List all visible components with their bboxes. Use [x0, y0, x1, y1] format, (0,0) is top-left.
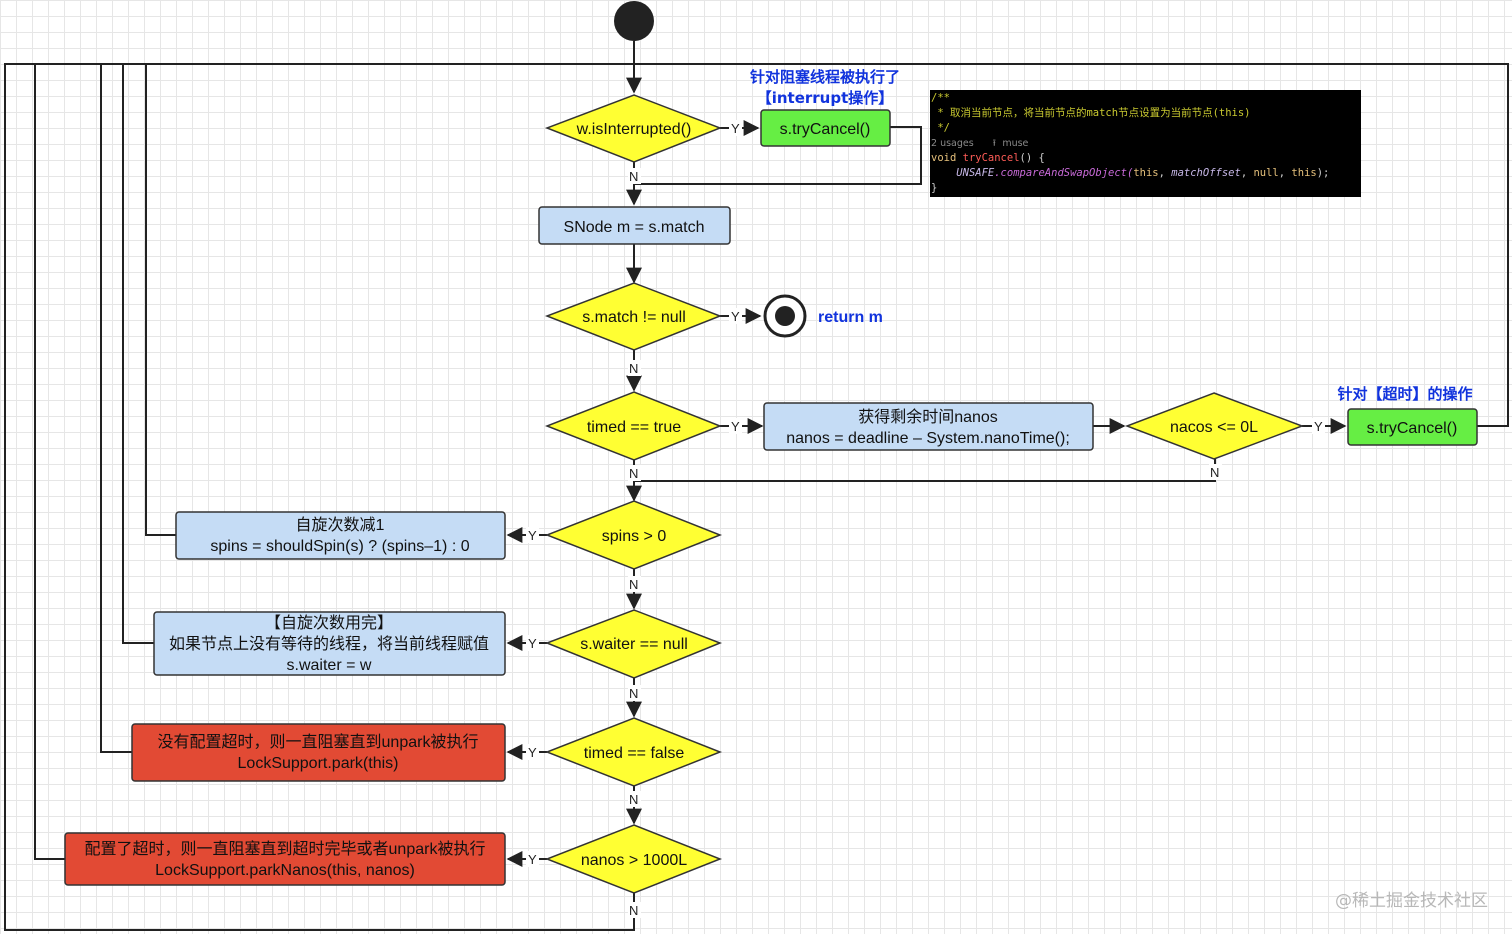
snode-match-box: [538, 206, 731, 245]
label-no: N: [629, 903, 638, 918]
start-node: [614, 1, 654, 41]
code-this-1: this: [1133, 167, 1159, 179]
park-box: [131, 723, 506, 782]
label-yes: Y: [731, 309, 740, 324]
decision-match-not-null: [544, 282, 723, 351]
code-method-name: tryCancel: [962, 152, 1020, 164]
edge-cancel2-loop: [634, 63, 1509, 427]
label-no: N: [629, 792, 638, 807]
branch-labels: Y N Y N Y Y N N Y N Y N Y N Y N: [526, 120, 1325, 918]
edge-spin-done-loop: [122, 64, 154, 644]
timeout-note: 针对【超时】的操作: [1337, 385, 1472, 403]
code-comment-open: /**: [931, 92, 950, 104]
decision-timed-true-label: timed == true: [587, 419, 681, 436]
label-no: N: [629, 577, 638, 592]
remaining-code: nanos = deadline – System.nanoTime();: [786, 430, 1070, 447]
label-no: N: [629, 686, 638, 701]
park-nanos-desc: 配置了超时，则一直阻塞直到超时完毕或者unpark被执行: [85, 840, 486, 858]
label-yes: Y: [528, 528, 537, 543]
spin-decrement-code: spins = shouldSpin(s) ? (spins–1) : 0: [210, 538, 469, 555]
code-close: );: [1316, 167, 1330, 179]
code-call: .compareAndSwapObject(: [994, 167, 1134, 179]
try-cancel-box-1: [760, 109, 891, 147]
code-this-2: this: [1291, 167, 1317, 179]
decision-timed-true: [544, 391, 723, 461]
spin-exhausted-desc: 如果节点上没有等待的线程，将当前线程赋值: [169, 635, 489, 653]
try-cancel-label-2: s.tryCancel(): [1367, 420, 1458, 437]
label-yes: Y: [731, 419, 740, 434]
try-cancel-box-2: [1347, 408, 1478, 446]
code-sep-1: ,: [1158, 167, 1172, 179]
label-yes: Y: [528, 636, 537, 651]
decision-waiter-null: [544, 609, 723, 679]
decision-nanos-label: nanos > 1000L: [581, 852, 687, 869]
edge-nanos-no-loop: [4, 63, 635, 931]
label-yes: Y: [528, 745, 537, 760]
spin-exhausted-code: s.waiter = w: [287, 657, 372, 674]
code-sep-3: ,: [1278, 167, 1292, 179]
spin-exhausted-title: 【自旋次数用完】: [265, 614, 393, 632]
park-code: LockSupport.park(this): [238, 755, 399, 772]
author-icon: ⭱: [992, 138, 996, 149]
label-no: N: [1210, 465, 1219, 480]
remaining-time-box: [763, 402, 1094, 451]
watermark: @稀土掘金技术社区: [1335, 891, 1488, 911]
code-offset: matchOffset: [1171, 167, 1241, 179]
park-desc: 没有配置超时，则一直阻塞直到unpark被执行: [158, 733, 479, 751]
code-signature-tail: () {: [1019, 152, 1045, 164]
spin-decrement-title: 自旋次数减1: [296, 516, 385, 534]
snode-match-label: SNode m = s.match: [564, 219, 705, 236]
try-cancel-label-1: s.tryCancel(): [780, 121, 871, 138]
spin-exhausted-box: [153, 611, 506, 676]
code-panel: /** * 取消当前节点，将当前节点的match节点设置为当前节点(this) …: [930, 90, 1361, 197]
edge-park-loop: [100, 64, 132, 753]
code-brace: }: [931, 182, 938, 194]
label-no: N: [629, 169, 638, 184]
code-usages: 2 usages: [931, 138, 974, 149]
decision-timed-false: [544, 717, 723, 787]
decision-timed-false-label: timed == false: [584, 745, 685, 762]
park-nanos-code: LockSupport.parkNanos(this, nanos): [155, 862, 415, 879]
interrupt-note-line2: 【interrupt操作】: [757, 89, 894, 107]
decision-spins: [544, 500, 723, 570]
label-yes: Y: [731, 121, 740, 136]
decision-waiter-label: s.waiter == null: [580, 636, 688, 653]
label-no: N: [629, 466, 638, 481]
decision-nacos-label: nacos <= 0L: [1170, 419, 1258, 436]
label-yes: Y: [528, 852, 537, 867]
decision-nanos: [544, 824, 723, 894]
return-m-label: return m: [818, 309, 883, 326]
edge-park-nanos-loop: [34, 64, 65, 860]
interrupt-note-line1: 针对阻塞线程被执行了: [750, 68, 900, 86]
label-no: N: [629, 361, 638, 376]
decision-w-interrupted-label: w.isInterrupted(): [576, 121, 692, 138]
edge-nacos-no: [634, 459, 1216, 482]
decision-w-interrupted: [544, 94, 723, 163]
code-null: null: [1253, 167, 1279, 179]
label-yes: Y: [1314, 419, 1323, 434]
park-nanos-box: [64, 832, 506, 886]
code-comment-text: * 取消当前节点，将当前节点的match节点设置为当前节点(this): [931, 107, 1251, 119]
code-void-keyword: void: [931, 152, 957, 164]
decision-match-label: s.match != null: [582, 309, 686, 326]
code-comment-close: */: [931, 122, 950, 134]
decision-nacos: [1124, 392, 1305, 460]
end-node: [763, 294, 807, 338]
edge-spin-dec-loop: [145, 64, 176, 536]
code-unsafe: UNSAFE: [956, 167, 995, 179]
code-author: muse: [1002, 138, 1029, 149]
remaining-title: 获得剩余时间nanos: [858, 407, 998, 426]
decision-spins-label: spins > 0: [602, 528, 667, 545]
edge-cancel-return: [634, 126, 922, 185]
code-sep-2: ,: [1240, 167, 1254, 179]
spin-decrement-box: [175, 511, 506, 560]
